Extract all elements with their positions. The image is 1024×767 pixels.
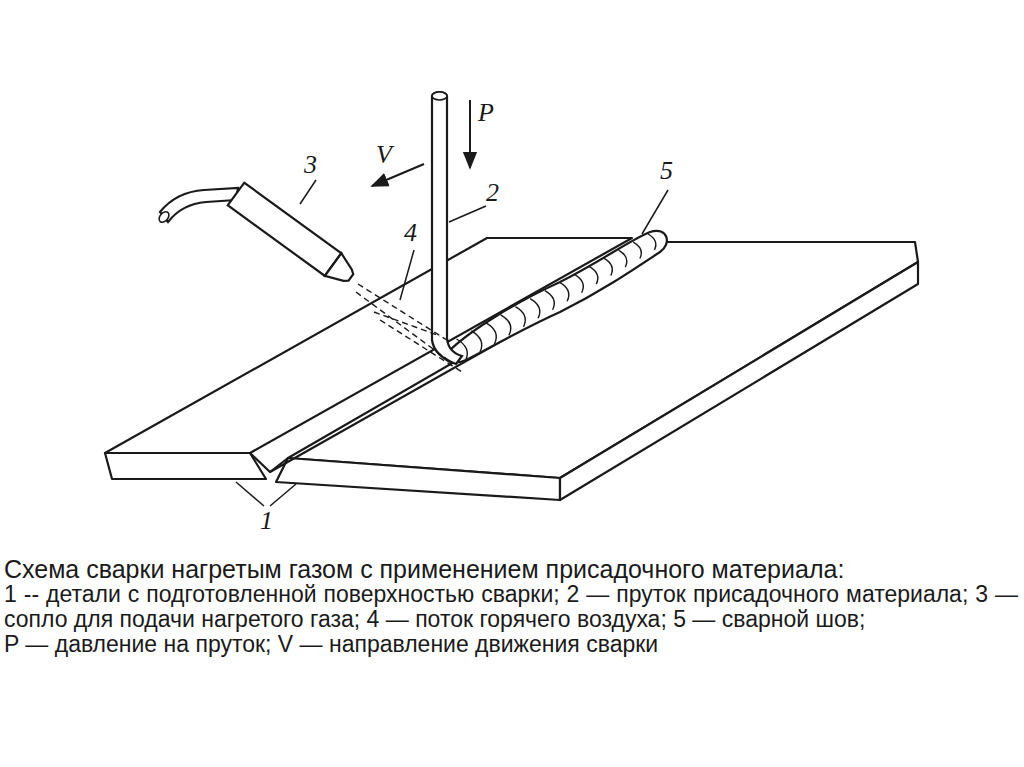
stream-line (374, 312, 440, 336)
gas-hose (160, 188, 238, 222)
weld-ripple (471, 331, 482, 353)
weld-ripple (589, 266, 598, 284)
weld-ripple (530, 299, 540, 319)
rod-end (432, 92, 447, 100)
nozzle-body (228, 183, 342, 276)
stream-line (356, 292, 448, 360)
nozzle-joint (325, 253, 341, 276)
leader-line (300, 180, 316, 204)
groove-front (250, 453, 288, 472)
right-plate-front (276, 458, 560, 500)
weld-ripple (560, 282, 569, 301)
callout-number: P (478, 100, 494, 126)
weld-ripple (515, 307, 525, 327)
pressure-arrow (469, 100, 471, 168)
weld-bead (445, 231, 666, 363)
nozzle-tip (325, 253, 359, 289)
caption: Схема сварки нагретым газом с применение… (4, 556, 1018, 582)
hot-air-stream (356, 284, 462, 372)
leader-line (270, 484, 296, 506)
weld-ripple (501, 315, 511, 336)
weld-ripple (545, 291, 554, 310)
leader-line (642, 190, 668, 234)
stream-line (380, 320, 462, 372)
weld-ripple (619, 250, 627, 267)
callout-number: 3 (304, 152, 317, 178)
legend-text: P — давление на пруток; V — направление … (4, 632, 1018, 657)
hose-end (157, 210, 171, 224)
weld-ripple (604, 258, 613, 275)
callout-number: 2 (486, 180, 499, 206)
leader-line (236, 482, 264, 506)
weld-ripple (486, 323, 496, 344)
leader-line (400, 250, 414, 300)
weld-ripples (457, 234, 656, 361)
nozzle (228, 183, 359, 289)
callout-number: 1 (260, 508, 273, 534)
callout-number: V (376, 142, 392, 168)
weld-ripple (574, 274, 583, 292)
callout-number: 4 (404, 220, 417, 246)
filler-rod (432, 92, 462, 364)
right-plate-side (560, 262, 918, 500)
legend-text: 1 -- детали с подготовленной поверхность… (4, 582, 1018, 632)
plates (105, 238, 918, 500)
leader-lines (236, 180, 668, 506)
caption-block: Схема сварки нагретым газом с применение… (4, 556, 1018, 657)
left-plate-front (105, 453, 266, 479)
callout-number: 5 (660, 158, 673, 184)
weld-ripple (648, 234, 656, 250)
stream-line (358, 284, 450, 342)
weld-ripple (633, 242, 641, 258)
leader-line (449, 206, 486, 222)
